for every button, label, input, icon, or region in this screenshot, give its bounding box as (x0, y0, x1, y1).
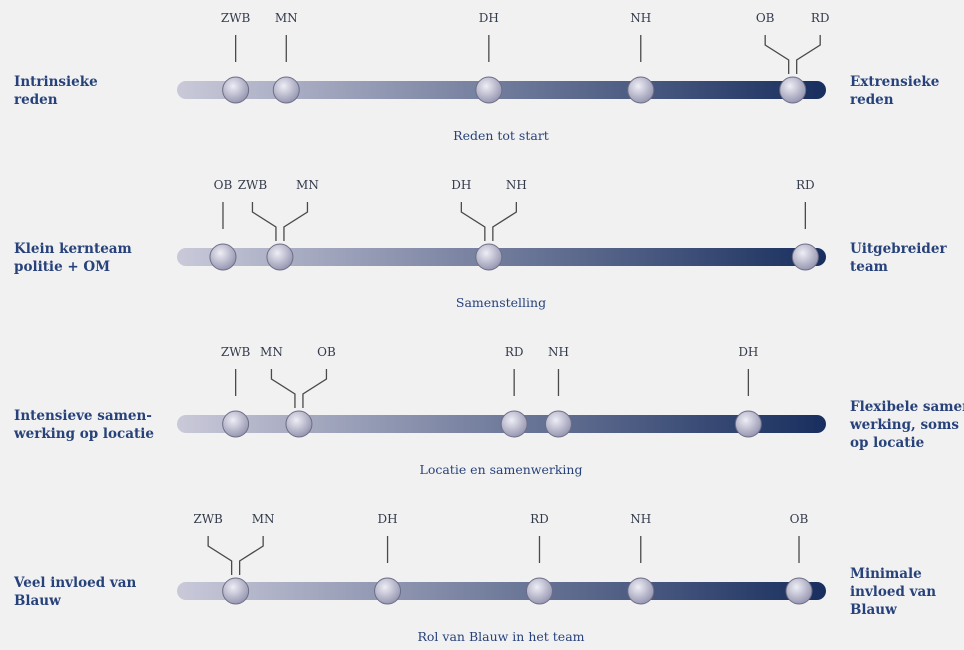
leader-line (764, 35, 790, 74)
marker-label: OB (317, 345, 336, 359)
marker-knob (475, 243, 503, 271)
marker-knob (779, 76, 807, 104)
marker-label: NH (630, 512, 651, 526)
marker-knob (544, 410, 572, 438)
leader-line (238, 536, 264, 575)
right-pole-label-line: Extrensieke (850, 74, 939, 90)
leader-line (207, 536, 233, 575)
left-pole-label: Intrinsieke reden (14, 74, 98, 108)
left-pole-label: Klein kernteam politie + OM (14, 241, 132, 275)
marker-label: MN (296, 178, 319, 192)
right-pole-label: Extrensieke reden (850, 74, 939, 108)
left-pole-label-line: Intrinsieke (14, 74, 98, 90)
marker-label: DH (378, 512, 398, 526)
marker-knob (266, 243, 294, 271)
scale-3: Intensieve samen-werking op locatie Flexi… (13, 345, 964, 477)
marker-label: NH (506, 178, 527, 192)
left-pole-label-line: politie + OM (14, 259, 110, 275)
right-pole-label-line: reden (850, 92, 894, 108)
marker-knob (222, 76, 250, 104)
marker-knob (785, 577, 813, 605)
marker-knob (500, 410, 528, 438)
marker-label: ZWB (221, 11, 251, 25)
marker-knob (475, 76, 503, 104)
marker-knob (272, 76, 300, 104)
right-pole-label-line: Blauw (850, 602, 897, 618)
left-pole-label-line: Veel invloed van (13, 575, 136, 591)
marker-label: DH (451, 178, 471, 192)
left-pole-label-line: Klein kernteam (14, 241, 132, 257)
marker-knob (627, 577, 655, 605)
marker-label: RD (811, 11, 830, 25)
marker-label: RD (796, 178, 815, 192)
right-pole-label-line: werking, soms (849, 417, 959, 433)
leader-line (302, 369, 328, 408)
marker-label: MN (275, 11, 298, 25)
marker-knob (791, 243, 819, 271)
left-pole-label-line: Blauw (14, 593, 61, 609)
scale-caption: Samenstelling (456, 295, 546, 310)
marker-label: OB (790, 512, 809, 526)
marker-label: NH (630, 11, 651, 25)
marker-knob (734, 410, 762, 438)
left-pole-label: Intensieve samen-werking op locatie (13, 408, 154, 442)
marker-knob (374, 577, 402, 605)
leader-line (270, 369, 296, 408)
scale-caption: Reden tot start (453, 128, 549, 143)
leader-line (796, 35, 821, 74)
marker-label: DH (479, 11, 499, 25)
marker-label: MN (260, 345, 283, 359)
right-pole-label-line: Uitgebreider (850, 241, 947, 257)
left-pole-label-line: werking op locatie (13, 426, 154, 442)
right-pole-label: Flexibele samen-werking, soms op locatie (849, 399, 964, 451)
leader-line (492, 202, 517, 241)
marker-knob (627, 76, 655, 104)
leader-line (460, 202, 486, 241)
leader-line (283, 202, 309, 241)
marker-label: ZWB (221, 345, 251, 359)
right-pole-label-line: op locatie (850, 435, 924, 451)
marker-label: DH (738, 345, 758, 359)
left-pole-label-line: Intensieve samen- (14, 408, 152, 424)
left-pole-label-line: reden (14, 92, 58, 108)
marker-knob (209, 243, 237, 271)
marker-label: RD (530, 512, 549, 526)
right-pole-label-line: Minimale (850, 566, 922, 582)
marker-label: ZWB (193, 512, 223, 526)
marker-label: MN (252, 512, 275, 526)
scale-2: Klein kernteam politie + OM Uitgebreider te… (14, 178, 947, 310)
leader-line (251, 202, 277, 241)
marker-label: ZWB (238, 178, 268, 192)
marker-knob (222, 577, 250, 605)
marker-label: OB (756, 11, 775, 25)
marker-label: NH (548, 345, 569, 359)
scale-caption: Locatie en samenwerking (420, 462, 583, 477)
right-pole-label-line: team (850, 259, 888, 275)
marker-label: OB (214, 178, 233, 192)
right-pole-label-line: invloed van (850, 584, 936, 600)
marker-knob (222, 410, 250, 438)
marker-label: RD (505, 345, 524, 359)
right-pole-label: Uitgebreider team (850, 241, 947, 275)
marker-knob (525, 577, 553, 605)
marker-knob (285, 410, 313, 438)
scale-bar (177, 582, 826, 600)
scale-caption: Rol van Blauw in het team (418, 629, 585, 644)
right-pole-label-line: Flexibele samen- (850, 399, 964, 415)
